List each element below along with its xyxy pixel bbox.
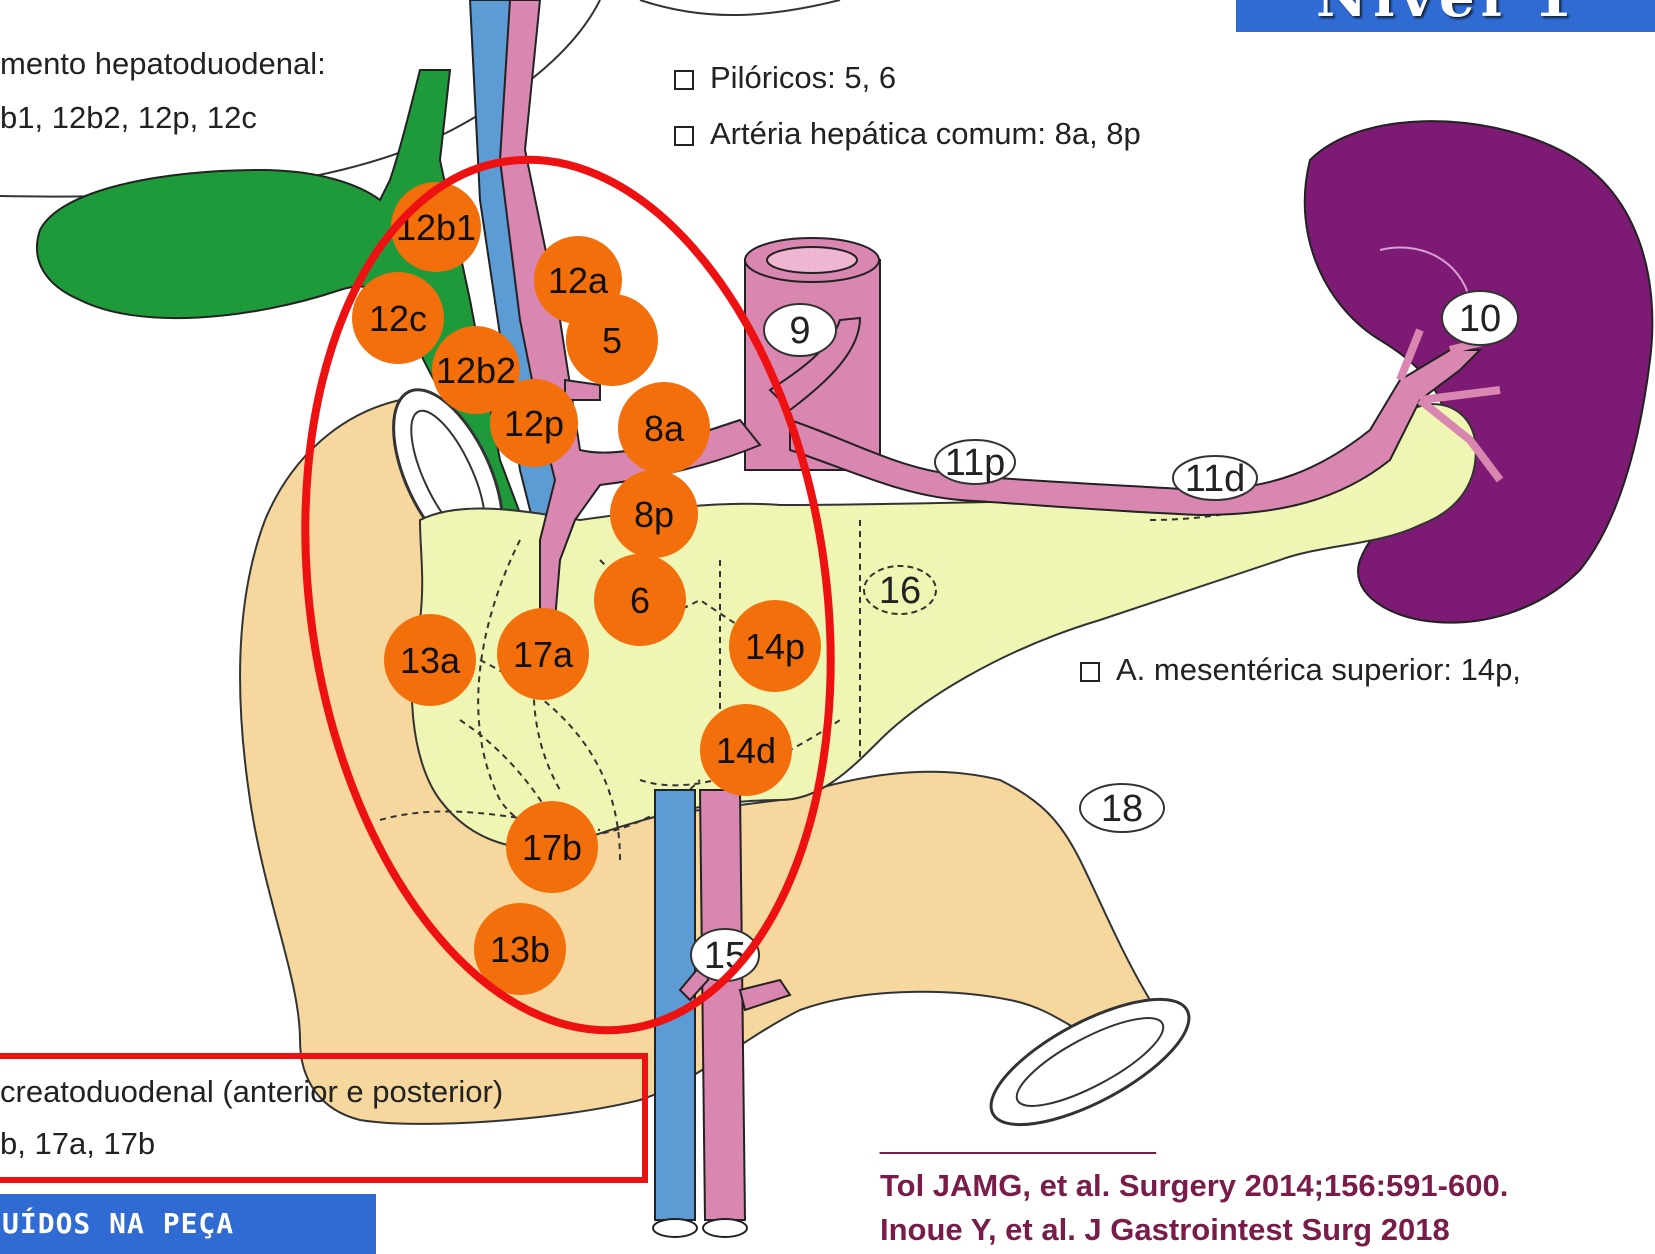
pancreatoduodenal-label-line2: b, 17a, 17b: [0, 1126, 155, 1162]
svg-text:17a: 17a: [513, 634, 574, 675]
orange-node-8a: 8a: [618, 382, 710, 474]
citation-divider: ________________: [880, 1120, 1156, 1156]
svg-text:14p: 14p: [745, 626, 805, 667]
orange-node-13a: 13a: [384, 614, 476, 706]
svg-text:13b: 13b: [490, 929, 550, 970]
piloricos-item: Pilóricos: 5, 6: [674, 60, 896, 96]
svg-text:12c: 12c: [369, 298, 427, 339]
svg-text:14d: 14d: [716, 730, 776, 771]
svg-text:10: 10: [1459, 298, 1501, 340]
svg-text:5: 5: [602, 320, 622, 361]
white-node-11d: 11d: [1173, 456, 1257, 500]
orange-node-6: 6: [594, 554, 686, 646]
superior-mesenteric-artery: [700, 790, 745, 1220]
white-node-9: 9: [764, 304, 836, 356]
svg-text:17b: 17b: [522, 827, 582, 868]
hepatica-comum-label: Artéria hepática comum: 8a, 8p: [710, 116, 1141, 151]
svg-text:16: 16: [879, 570, 921, 612]
svg-text:12b2: 12b2: [436, 350, 516, 391]
svg-text:15: 15: [704, 935, 746, 977]
level-badge-text: Nível 1: [1316, 0, 1578, 30]
checkbox-icon: [674, 70, 694, 90]
orange-node-17a: 17a: [497, 608, 589, 700]
svg-text:13a: 13a: [400, 640, 461, 681]
bottom-banner-text: UÍDOS NA PEÇA: [2, 1207, 234, 1240]
hepatica-comum-item: Artéria hepática comum: 8a, 8p: [674, 116, 1141, 152]
svg-text:18: 18: [1101, 788, 1143, 830]
stomach-outline: [640, 0, 840, 15]
pancreatoduodenal-label-line1: creatoduodenal (anterior e posterior): [0, 1074, 503, 1110]
citation-line1: Tol JAMG, et al. Surgery 2014;156:591-60…: [880, 1168, 1508, 1204]
svg-text:8a: 8a: [644, 408, 685, 449]
svg-text:6: 6: [630, 580, 650, 621]
checkbox-icon: [1080, 662, 1100, 682]
mesenterica-item: A. mesentérica superior: 14p,: [1080, 652, 1521, 688]
svg-text:11p: 11p: [945, 442, 1006, 484]
orange-node-17b: 17b: [506, 801, 598, 893]
orange-node-5: 5: [566, 294, 658, 386]
white-node-10: 10: [1442, 291, 1518, 345]
orange-node-12c: 12c: [352, 272, 444, 364]
white-node-18: 18: [1080, 784, 1164, 832]
pancreatoduodenal-box: [0, 1053, 648, 1183]
svg-text:11d: 11d: [1185, 458, 1246, 500]
orange-node-14d: 14d: [700, 704, 792, 796]
level-badge: Nível 1: [1236, 0, 1655, 32]
svg-text:12a: 12a: [548, 260, 609, 301]
svg-text:8p: 8p: [634, 494, 674, 535]
hepatoduodenal-label-line1: mento hepatoduodenal:: [0, 46, 326, 82]
white-node-11p: 11p: [935, 440, 1015, 484]
svg-text:9: 9: [789, 310, 810, 352]
checkbox-icon: [674, 126, 694, 146]
citation-line2: Inoue Y, et al. J Gastrointest Surg 2018: [880, 1212, 1450, 1248]
bottom-banner: UÍDOS NA PEÇA: [0, 1194, 376, 1254]
orange-node-14p: 14p: [729, 600, 821, 692]
orange-node-12b1: 12b1: [391, 182, 481, 272]
hepatoduodenal-label-line2: b1, 12b2, 12p, 12c: [0, 100, 257, 136]
svg-text:12p: 12p: [504, 403, 564, 444]
mesenterica-label: A. mesentérica superior: 14p,: [1116, 652, 1521, 687]
piloricos-label: Pilóricos: 5, 6: [710, 60, 896, 95]
orange-node-8p: 8p: [610, 470, 698, 558]
orange-node-12p: 12p: [490, 379, 578, 467]
spleen: [1305, 121, 1653, 622]
